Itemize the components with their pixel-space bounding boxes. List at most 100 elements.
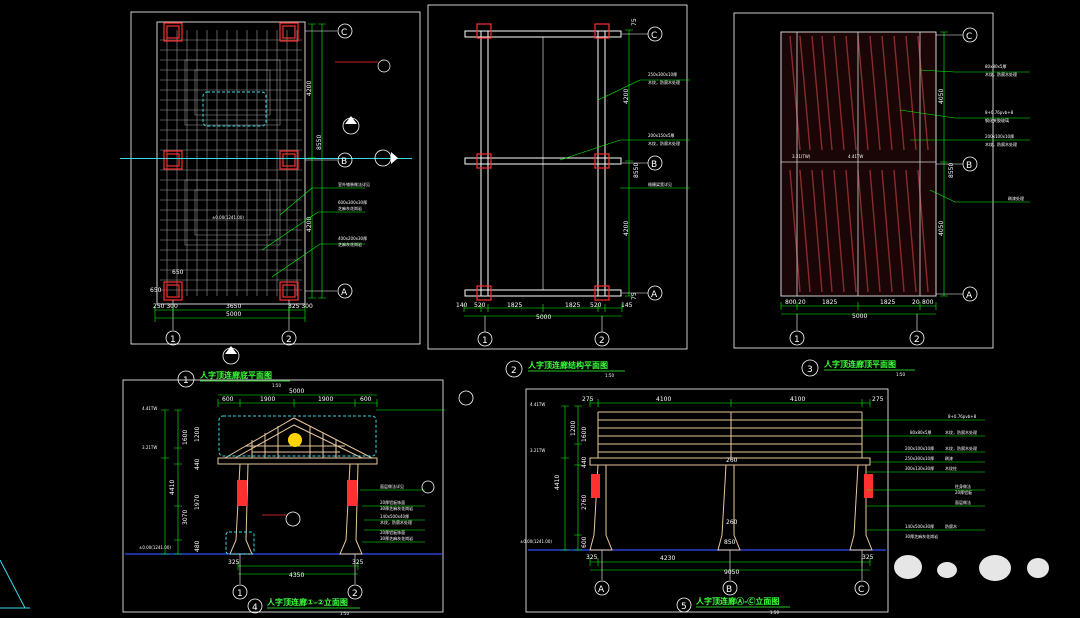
watermark-logo	[894, 555, 1049, 581]
elev5-mid-2: 260	[726, 519, 738, 526]
struct-dim-lower: 4200	[623, 221, 630, 236]
struct-anno-2: 木纹，防腐木处理	[648, 79, 680, 85]
elev4-anno-1: 面层做法详见	[380, 483, 404, 489]
roof-anno-6: 木纹，防腐木处理	[985, 141, 1017, 147]
elev4-anno-2: 20厚铝板饰面	[380, 499, 405, 505]
elev5-anno-7: 刷漆	[945, 455, 953, 461]
elev5-anno-2: 80x80x5厚	[910, 430, 931, 435]
base-highlight-box	[225, 531, 255, 555]
elev5-anno-3: 木纹，防腐木处理	[945, 429, 977, 435]
elev5-top-seg-2: 4100	[656, 396, 671, 403]
structure-leaders	[559, 79, 690, 189]
grid-bubble-b-3: B	[936, 156, 978, 172]
grid-bubble-2-1: 2	[281, 330, 297, 346]
elev5-level-2: 3.21TW	[530, 448, 545, 453]
plan-center-line	[120, 158, 412, 159]
elev4-total-h: 4410	[169, 480, 176, 495]
roof-dim-seg-4: 1825	[880, 299, 895, 306]
view-3-roof-plan: 3.21(TW) 4.41TW 800 20 1825 1825 20 800 …	[733, 12, 1030, 349]
elev5-top-seg-1: 275	[582, 396, 594, 403]
elevation-columns-4	[229, 463, 363, 555]
svg-text:B: B	[966, 161, 972, 171]
plan-dim-post: 650	[172, 269, 184, 276]
gable-highlight-box	[218, 415, 377, 457]
elev5-top-seg-4: 275	[872, 396, 884, 403]
roof-anno-4: 钢化夹胶玻璃	[985, 117, 1009, 123]
struct-dim-seg-1: 140	[456, 302, 468, 309]
column-ornament-right	[347, 480, 357, 506]
title-block-1: 1 人字顶连廊底平面图 1:50	[177, 370, 290, 388]
view-3-title: 人字顶连廊顶平面图	[824, 359, 896, 369]
beams	[464, 30, 622, 297]
plan-anno-5: 芝麻灰花岗岩	[338, 241, 362, 247]
grid-bubble-a-1: A	[305, 283, 353, 299]
elev4-top-seg-3: 1900	[318, 396, 333, 403]
grid-bubble-c-3: C	[936, 27, 978, 43]
view-1-frame	[130, 11, 421, 345]
view-4-frame	[122, 379, 444, 613]
plan-dimensions	[154, 23, 326, 322]
view-2-scale: 1:50	[605, 373, 614, 378]
elev5-h-2: 1200	[570, 421, 577, 436]
svg-text:2: 2	[286, 335, 292, 345]
elev5-anno-8: 300x130x30厚	[905, 466, 934, 471]
elev4-top-seg-1: 600	[222, 396, 234, 403]
grid-bubble-c-2: C	[622, 26, 663, 42]
view-2-structure-plan: 140 520 1825 1825 520 145 5000 4200 4200…	[427, 4, 690, 350]
elev4-anno-6: 20厚铝板饰面	[380, 529, 405, 535]
elev4-dimensions	[161, 394, 378, 575]
elev4-anno-4: 140x500x40厚	[380, 514, 409, 519]
elev4-h-4: 1970	[194, 495, 201, 510]
struct-dim-seg-3: 1825	[507, 302, 522, 309]
col5-ornament-1	[591, 474, 600, 498]
view-1-title: 人字顶连廊底平面图	[200, 370, 272, 380]
elev5-h-3: 440	[581, 456, 588, 468]
svg-text:C: C	[341, 28, 347, 38]
plan-anno-2: 600x300x30厚	[338, 200, 367, 205]
paving-pattern	[160, 30, 302, 296]
svg-text:B: B	[726, 585, 732, 595]
roof-dim-seg-2: 20	[798, 299, 806, 306]
elev5-anno-13: 140x500x30厚	[905, 524, 934, 529]
detail-marker-plan	[335, 59, 391, 73]
elev4-leaders	[360, 409, 445, 543]
roof-dim-seg-6: 800	[922, 299, 934, 306]
elev5-anno-5: 木纹，防腐木处理	[945, 445, 977, 451]
elev5-anno-12: 面层做法	[955, 499, 971, 505]
plan-dim-lower: 4200	[306, 217, 313, 232]
paving-outline	[156, 21, 306, 305]
view-3-scale: 1:50	[896, 372, 905, 377]
elev4-level-2: 3.21TW	[142, 445, 157, 450]
title-block-3: 3 人字顶连廊顶平面图 1:50	[801, 359, 915, 377]
svg-text:2: 2	[599, 336, 605, 346]
plan-anno-4: 400x200x30厚	[338, 236, 367, 241]
plan-posts	[163, 22, 299, 301]
view-4-title: 人字顶连廊①-②立面图	[267, 597, 348, 607]
elev5-bot-total: 9050	[724, 569, 739, 576]
elev5-anno-1: 8+0.76pvb+8	[948, 414, 977, 419]
elev4-h-2: 1200	[194, 427, 201, 442]
col5-ornament-3	[864, 474, 873, 498]
structure-dimensions	[463, 29, 633, 317]
structure-posts	[476, 23, 610, 301]
detail-marker-4-right	[262, 390, 474, 527]
elev5-h-4: 2760	[581, 495, 588, 510]
grid-bubble-c-5: C	[854, 550, 870, 596]
svg-text:B: B	[341, 157, 347, 167]
elev4-bot-total: 4350	[289, 572, 304, 579]
struct-dim-total-v: 8550	[633, 163, 640, 178]
elev4-anno-5: 木纹，防腐木处理	[380, 519, 412, 525]
section-marker-right	[342, 116, 360, 135]
elev4-bot-seg-1: 325	[228, 559, 240, 566]
grid-bubble-a-3: A	[936, 286, 978, 302]
elev5-top-seg-3: 4100	[790, 396, 805, 403]
view-2-frame	[427, 4, 688, 350]
struct-dim-total: 5000	[536, 314, 551, 321]
struct-dim-upper: 4200	[623, 89, 630, 104]
view-1-floor-plan: 3650 5000 250 300 325 300 4200 4200 8550…	[120, 11, 421, 365]
roof-dim-total-v: 8550	[948, 163, 955, 178]
svg-text:2: 2	[352, 589, 358, 599]
elev5-h-1: 1600	[581, 427, 588, 442]
plan-leaders	[261, 187, 365, 278]
roof-dim-lower: 4050	[938, 221, 945, 236]
